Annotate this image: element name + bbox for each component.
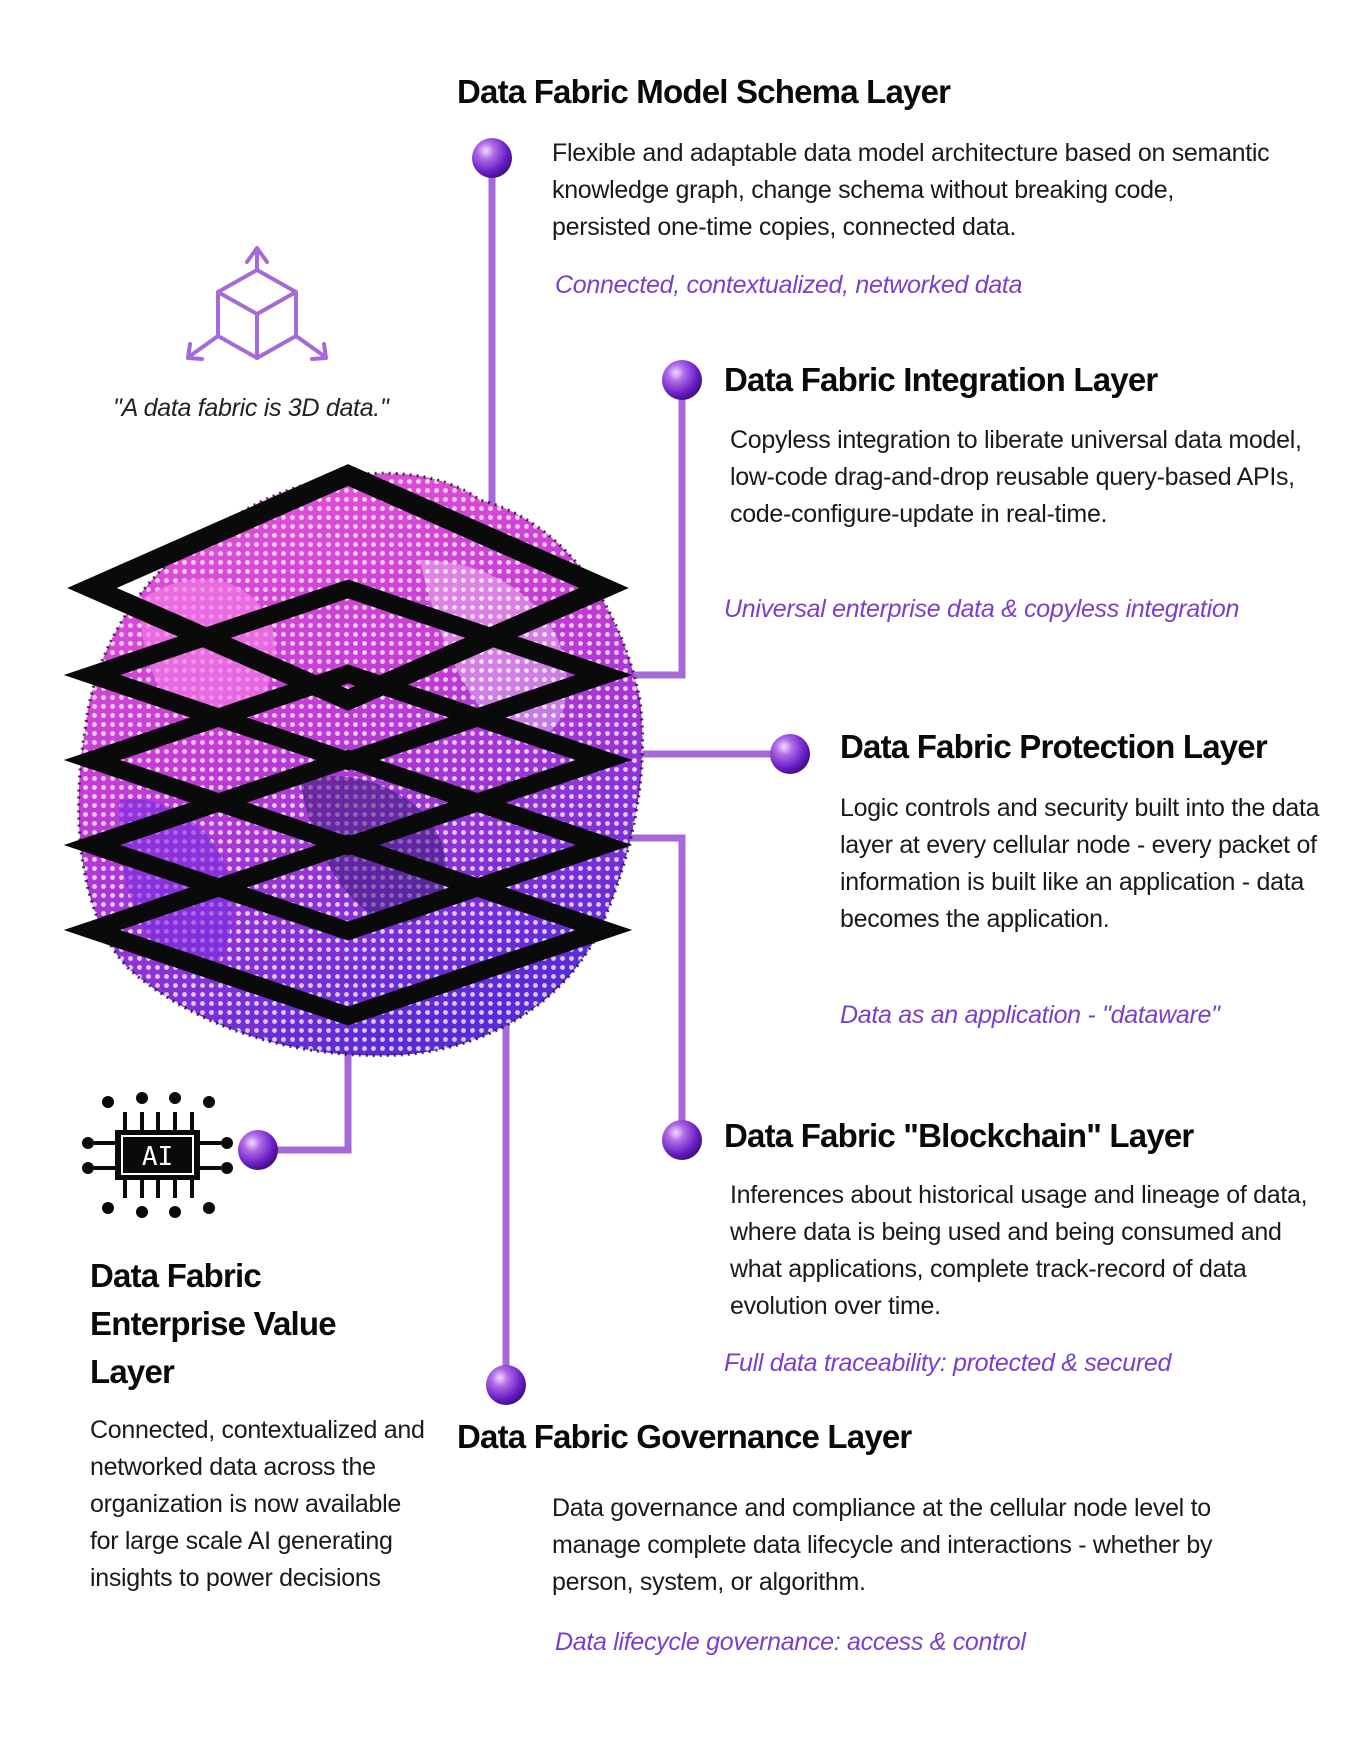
sphere-nodes (238, 138, 810, 1405)
node-blockchain (662, 1120, 702, 1160)
ai-chip-label: AI (142, 1142, 173, 1172)
layer-title: Data Fabric Enterprise Value Layer (90, 1257, 337, 1390)
node-governance (486, 1365, 526, 1405)
layer-title: Data Fabric Governance Layer (457, 1418, 912, 1455)
layer-description: Copyless integration to liberate univers… (730, 426, 1302, 528)
outline-layer-5 (63, 834, 633, 1026)
node-protection (770, 734, 810, 774)
layer-tagline: Full data traceability: protected & secu… (724, 1349, 1172, 1377)
layer-title: Data Fabric "Blockchain" Layer (724, 1117, 1194, 1154)
layer-description: Data governance and compliance at the ce… (552, 1494, 1213, 1596)
outline-layer-3 (63, 664, 633, 856)
layer-title: Data Fabric Model Schema Layer (457, 73, 951, 110)
layer-tagline: Universal enterprise data & copyless int… (724, 595, 1240, 623)
node-integration (662, 360, 702, 400)
outline-layer-4 (63, 749, 633, 941)
node-enterprise (238, 1130, 278, 1170)
layer-description: Connected, contextualized and networked … (90, 1416, 425, 1592)
layer-title: Data Fabric Protection Layer (840, 728, 1268, 765)
layer-stack-outlines (63, 464, 633, 1026)
layer-tagline: Data lifecycle governance: access & cont… (555, 1628, 1026, 1656)
data-fabric-quote: "A data fabric is 3D data." (113, 394, 389, 422)
cube-3d-arrows-icon (186, 246, 328, 361)
connector-enterprise (258, 1045, 352, 1154)
outline-layer-1 (67, 464, 629, 711)
layer-description: Flexible and adaptable data model archit… (552, 139, 1270, 241)
outline-layer-2 (63, 579, 633, 771)
layer-tagline: Connected, contextualized, networked dat… (555, 271, 1023, 299)
layer-tagline: Data as an application - "dataware" (840, 1001, 1220, 1029)
layer-description: Inferences about historical usage and li… (730, 1181, 1308, 1320)
node-model-schema (472, 138, 512, 178)
layer-description: Logic controls and security built into t… (840, 794, 1320, 933)
ai-chip-icon: AI (82, 1092, 233, 1218)
layer-title: Data Fabric Integration Layer (724, 361, 1158, 398)
